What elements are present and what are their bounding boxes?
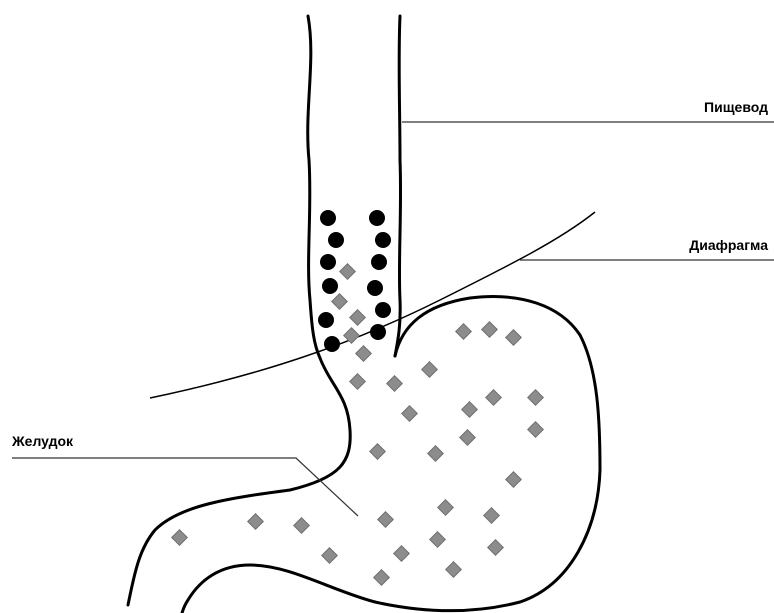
- reflux-dot: [328, 232, 344, 248]
- stomach-particle-diamond: [370, 444, 386, 460]
- stomach-particle-diamond: [438, 500, 454, 516]
- stomach-particle-diamond: [340, 264, 356, 280]
- stomach-particle-diamond: [378, 512, 394, 528]
- reflux-dot: [375, 302, 391, 318]
- stomach-particle-diamond: [506, 472, 522, 488]
- reflux-dot: [375, 232, 391, 248]
- esophagus-label: Пищевод: [704, 99, 768, 115]
- reflux-dot: [370, 324, 386, 340]
- stomach-particle-diamond: [460, 430, 476, 446]
- stomach-particle-diamond: [528, 422, 544, 438]
- stomach-particle-diamond: [486, 390, 502, 406]
- stomach-particle-diamond: [374, 570, 390, 586]
- diaphragm-label: Диафрагма: [689, 237, 768, 253]
- diaphragm-line: [150, 212, 595, 398]
- stomach-particle-diamond: [506, 330, 522, 346]
- reflux-dot: [371, 254, 387, 270]
- stomach-particle-diamond: [350, 310, 366, 326]
- reflux-dot: [318, 312, 334, 328]
- stomach-particle-diamond: [482, 322, 498, 338]
- stomach-particle-diamond: [294, 518, 310, 534]
- stomach-label: Желудок: [11, 433, 74, 449]
- stomach-particle-diamond: [332, 294, 348, 310]
- stomach-particle-diamond: [446, 562, 462, 578]
- stomach-particle-diamond: [456, 324, 472, 340]
- reflux-dot: [324, 336, 340, 352]
- stomach-lower-wall: [182, 565, 375, 613]
- stomach-particle-diamond: [394, 546, 410, 562]
- esophagus-left-wall: [308, 16, 320, 358]
- stomach-particle-diamond: [488, 540, 504, 556]
- reflux-dot: [320, 254, 336, 270]
- stomach-particle-diamond: [172, 530, 188, 546]
- stomach-particle-diamond: [462, 402, 478, 418]
- reflux-dot: [367, 280, 383, 296]
- stomach-particle-diamond: [356, 346, 372, 362]
- stomach-particle-diamond: [350, 374, 366, 390]
- reflux-dot: [369, 210, 385, 226]
- stomach-particle-diamond: [484, 508, 500, 524]
- esophagus-right-wall: [395, 16, 401, 356]
- stomach-particles: [172, 264, 544, 586]
- reflux-dot: [322, 278, 338, 294]
- stomach-outer-wall: [375, 297, 600, 611]
- stomach-particle-diamond: [430, 532, 446, 548]
- stomach-particle-diamond: [422, 362, 438, 378]
- stomach-particle-diamond: [322, 548, 338, 564]
- stomach-particle-diamond: [428, 446, 444, 462]
- stomach-particle-diamond: [248, 514, 264, 530]
- reflux-dot: [320, 210, 336, 226]
- stomach-particle-diamond: [387, 376, 403, 392]
- stomach-particle-diamond: [528, 390, 544, 406]
- stomach-particle-diamond: [402, 406, 418, 422]
